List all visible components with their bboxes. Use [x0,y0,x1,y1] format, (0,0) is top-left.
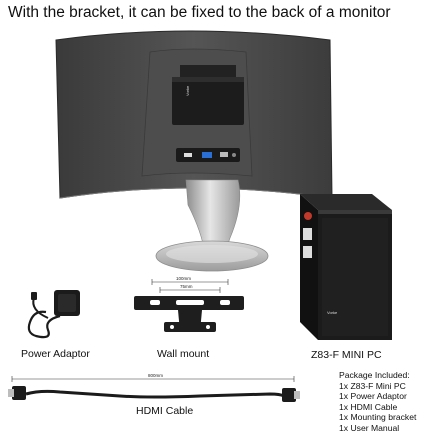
package-item: 1x Mounting bracket [339,412,417,423]
minipc-on-monitor [172,77,244,125]
package-item: 1x Power Adaptor [339,391,407,402]
package-item: 1x User Manual [339,422,400,433]
package-title: Package Included: [339,370,410,380]
wall-mount-caption: Wall mount [157,348,210,360]
usb-port [202,152,212,158]
minipc-caption: Z83-F MINI PC [311,349,382,361]
package-item: 1x HDMI Cable [339,401,398,412]
minipc-front-brand: Vorke [327,310,338,315]
package-item: 1x Z83-F Mini PC [339,380,406,391]
bracket-inner-dimension: 75mm [180,284,193,289]
package-list: Package Included: 1x Z83-F Mini PC 1x Po… [339,370,416,434]
headline: With the bracket, it can be fixed to the… [8,4,391,21]
hdmi-cable-caption: HDMI Cable [136,405,194,417]
bracket-outer-dimension: 100mm [176,276,192,281]
hdmi-length-dimension: 800mm [148,373,164,378]
power-adaptor-caption: Power Adaptor [21,348,90,360]
